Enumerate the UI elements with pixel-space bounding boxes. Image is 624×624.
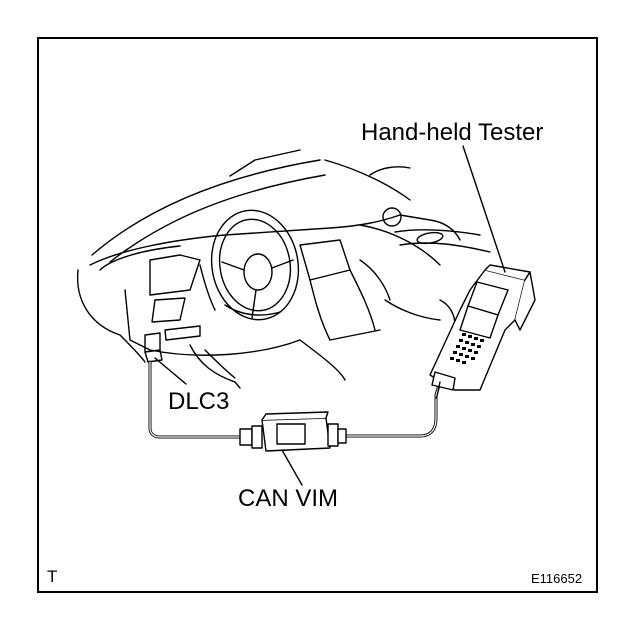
dlc-leader-line [154,357,187,385]
can-vim-unit [239,411,347,452]
tester-keypad [450,333,484,364]
hand-held-tester-label: Hand-held Tester [361,119,544,146]
tester-leader-line [462,145,506,273]
figure-code: E116652 [531,571,583,586]
can-vim-label: CAN VIM [238,485,339,512]
tester-cable [343,380,442,438]
figure-frame [37,37,598,593]
dlc3-label: DLC3 [168,388,230,415]
steering-wheel [210,209,300,321]
windshield-outline [91,149,411,263]
center-console [299,239,441,381]
vim-leader-line [281,449,303,486]
lower-dash-lines [189,344,241,389]
hand-held-tester [429,264,536,399]
corner-letter: T [47,567,58,586]
door-outline [382,207,491,326]
dashboard-outline [76,214,461,363]
